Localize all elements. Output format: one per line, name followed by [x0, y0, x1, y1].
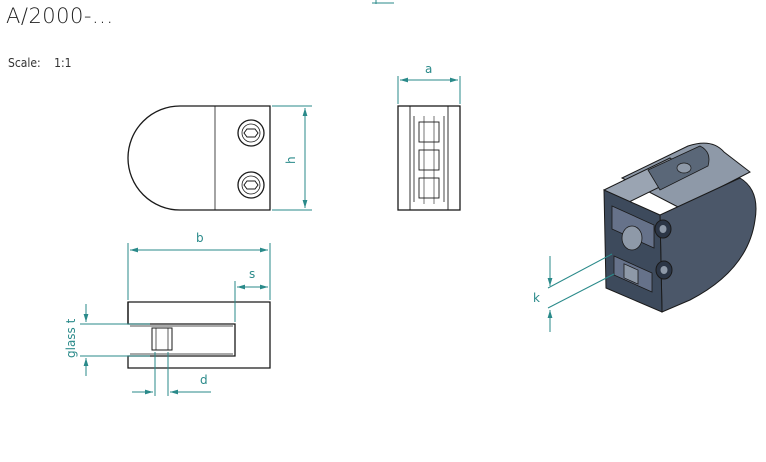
- dimension-s: [234, 281, 268, 322]
- dimension-k: [547, 253, 615, 332]
- drawing-title: A/2000-...: [6, 4, 114, 28]
- dimension-glass-t-label: glass t: [64, 318, 78, 358]
- dimension-h: [272, 105, 312, 211]
- dimension-k-label: k: [533, 291, 540, 305]
- dimension-d-label: d: [200, 373, 208, 387]
- dimension-a-label: a: [425, 62, 432, 76]
- dimension-glass-t: [80, 304, 150, 376]
- front-view: [127, 105, 271, 211]
- dimension-a: [397, 76, 461, 104]
- dimension-d: [132, 352, 211, 396]
- dimension-s-label: s: [249, 267, 255, 281]
- scale-value: 1:1: [54, 56, 72, 70]
- dimension-b-label: b: [196, 231, 204, 245]
- side-view: [397, 105, 461, 211]
- dimension-h-label: h: [284, 156, 298, 164]
- bolt-top-icon: [237, 119, 265, 147]
- scale-label: Scale:: [8, 56, 41, 70]
- scale-readout: Scale: 1:1: [8, 56, 82, 70]
- isometric-view: [602, 142, 757, 313]
- bottom-view: [127, 301, 271, 369]
- dimension-b: [127, 243, 271, 300]
- bolt-bottom-icon: [237, 171, 265, 199]
